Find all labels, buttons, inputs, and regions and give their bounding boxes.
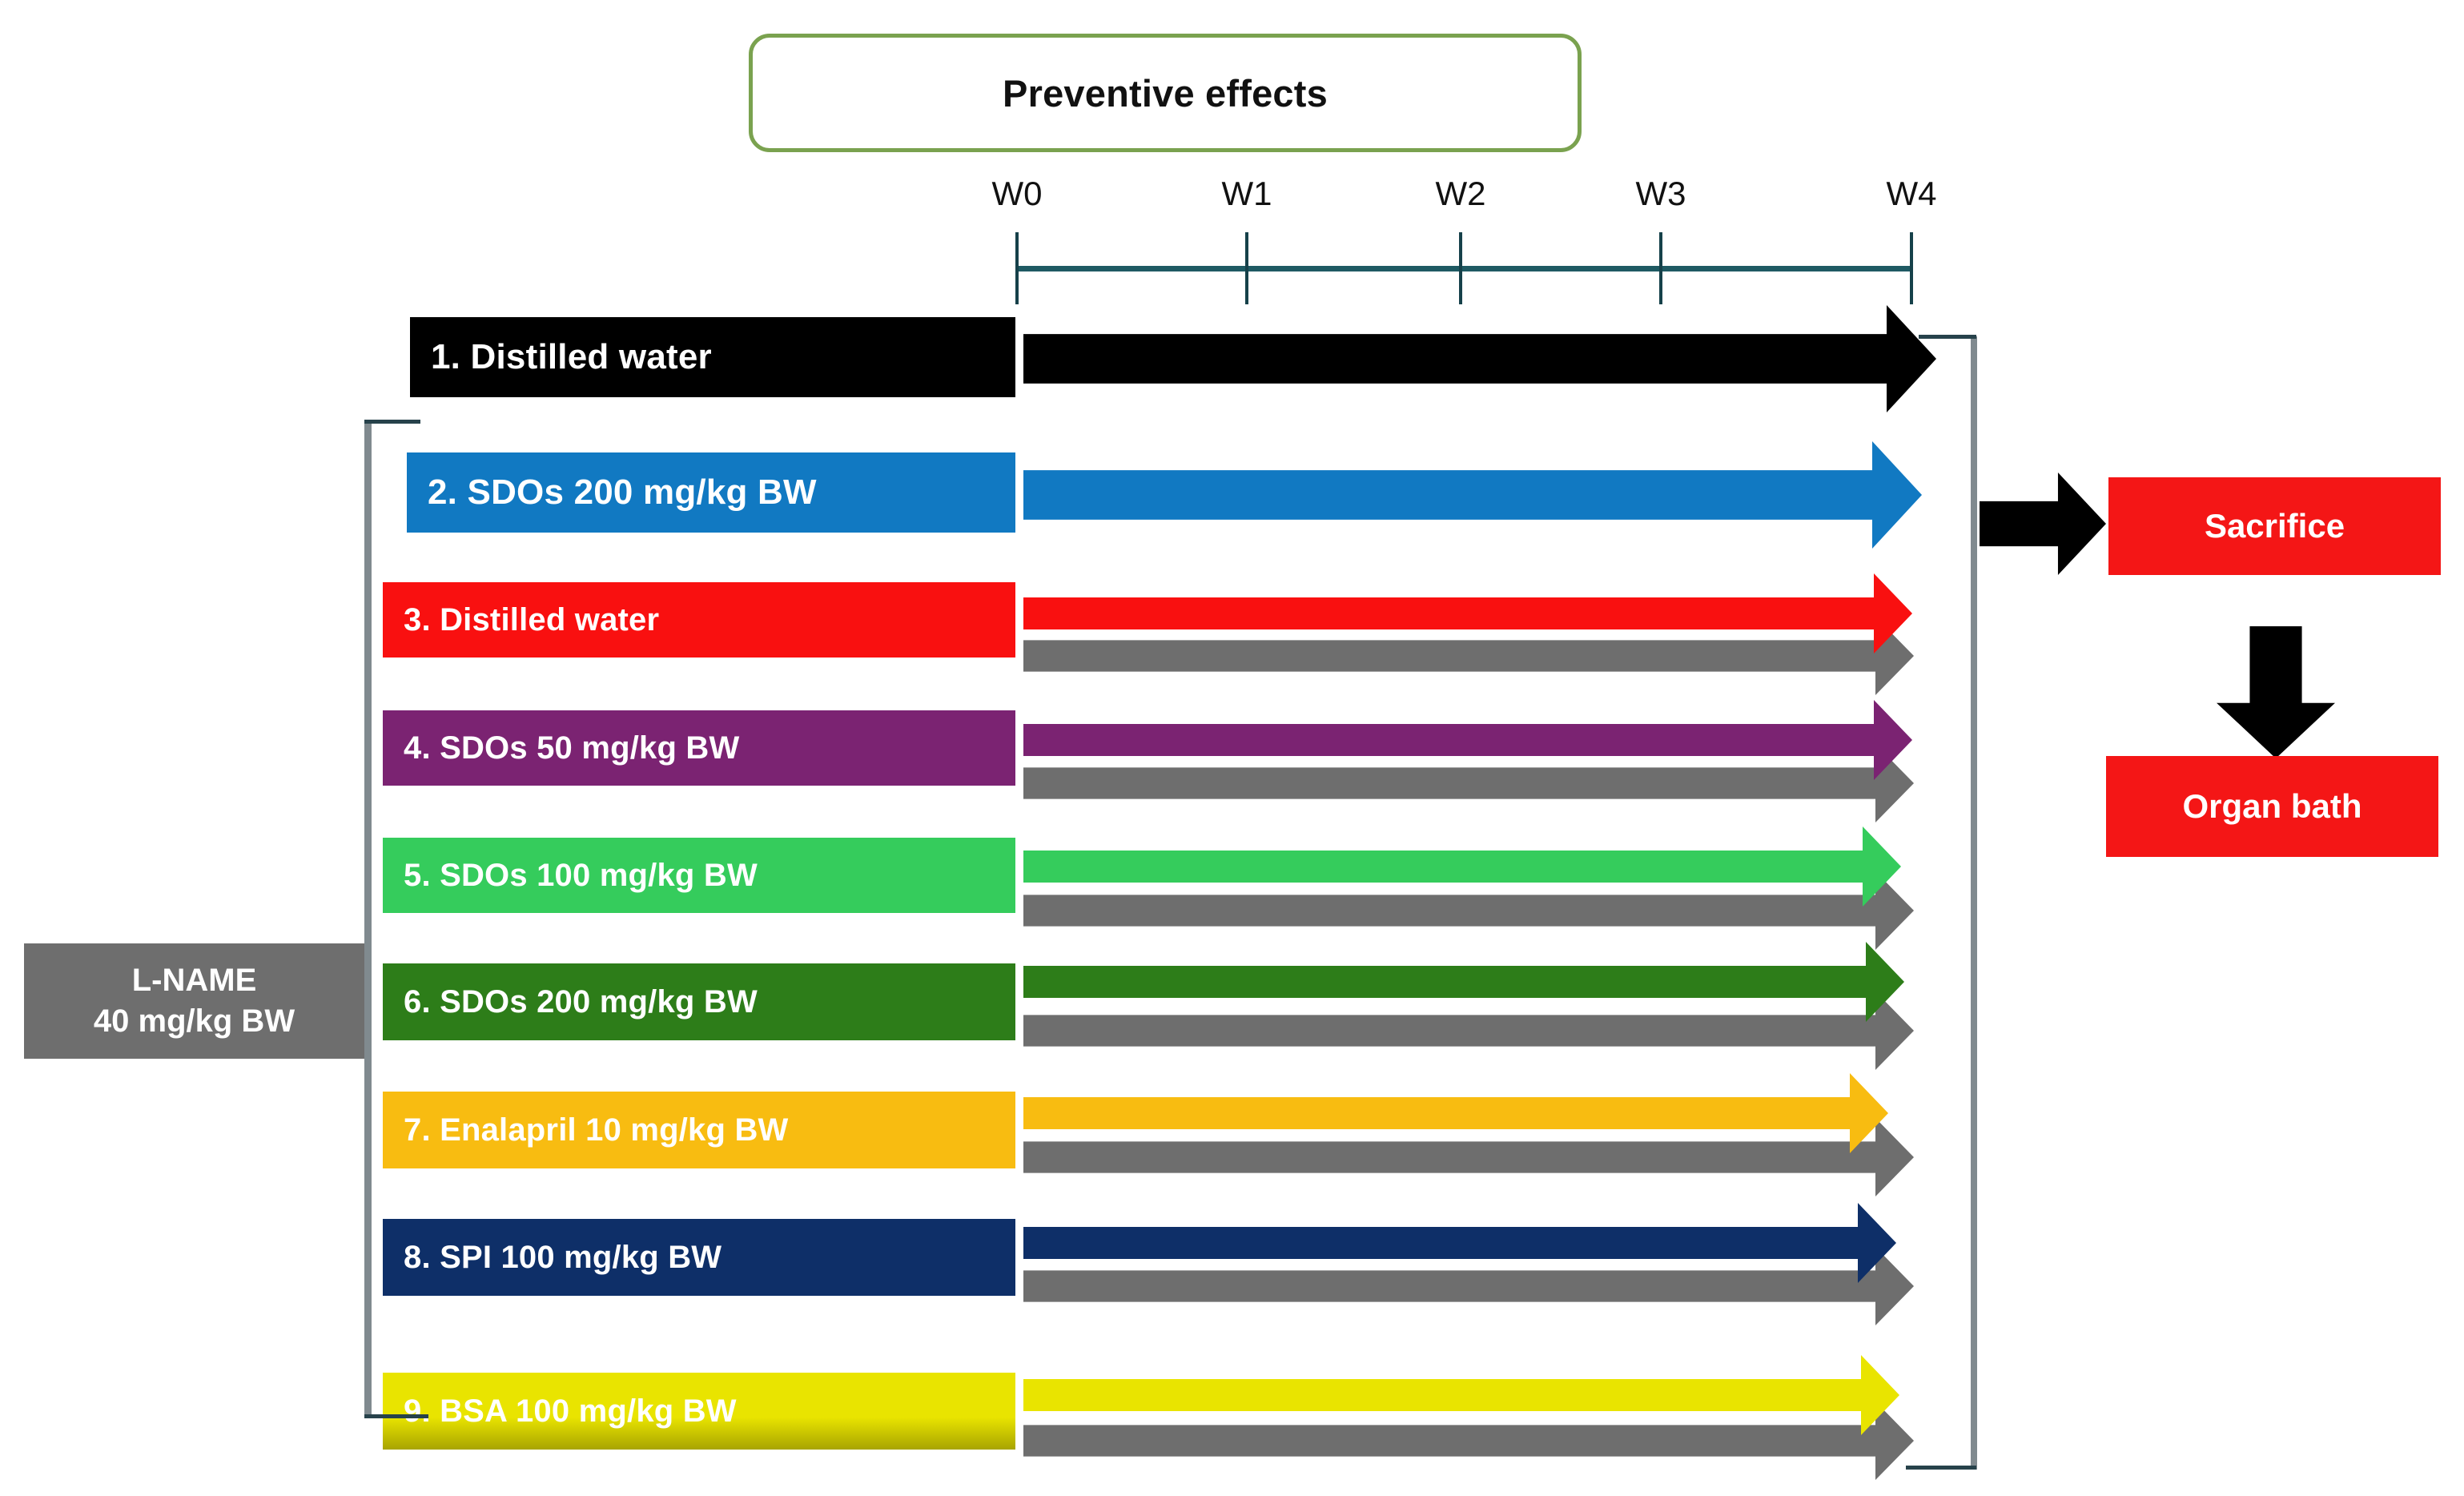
to-sacrifice-arrow-icon xyxy=(1980,473,2106,575)
lname-bracket-vertical xyxy=(364,421,372,1418)
collector-bracket-stub-bottom xyxy=(1906,1466,1976,1470)
sacrifice-label: Sacrifice xyxy=(2204,507,2345,545)
timeline-tick xyxy=(1659,232,1662,304)
timeline-tick-label: W4 xyxy=(1886,175,1937,212)
gray-treatment-arrow xyxy=(1023,1401,1914,1480)
sacrifice-box: Sacrifice xyxy=(2108,477,2441,575)
organ-bath-box: Organ bath xyxy=(2106,756,2438,857)
treatment-label-box: 7. Enalapril 10 mg/kg BW xyxy=(383,1092,1015,1168)
treatment-label-box: 1. Distilled water xyxy=(410,317,1015,397)
treatment-label-box: 4. SDOs 50 mg/kg BW xyxy=(383,710,1015,786)
treatment-label: 9. BSA 100 mg/kg BW xyxy=(404,1393,737,1429)
gray-treatment-arrow xyxy=(1023,1118,1914,1196)
timeline-tick-label: W2 xyxy=(1435,175,1486,212)
lname-line1: L-NAME xyxy=(131,962,257,998)
treatment-label: 7. Enalapril 10 mg/kg BW xyxy=(404,1112,789,1148)
treatment-label: 5. SDOs 100 mg/kg BW xyxy=(404,857,758,893)
treatment-label: 6. SDOs 200 mg/kg BW xyxy=(404,983,758,1019)
treatment-label: 2. SDOs 200 mg/kg BW xyxy=(428,473,817,512)
preventive-effects-header: Preventive effects xyxy=(749,34,1582,152)
timeline-axis xyxy=(1015,266,1910,271)
timeline-tick xyxy=(1015,232,1019,304)
lname-line2: 40 mg/kg BW xyxy=(93,1003,295,1039)
organ-bath-label: Organ bath xyxy=(2182,787,2362,825)
timeline-tick xyxy=(1910,232,1913,304)
timeline-tick xyxy=(1245,232,1248,304)
treatment-arrow xyxy=(1023,1073,1888,1153)
treatment-label-box: 2. SDOs 200 mg/kg BW xyxy=(407,452,1015,533)
lname-bracket-stub-bottom xyxy=(364,1414,428,1418)
treatment-label: 3. Distilled water xyxy=(404,601,660,637)
treatment-arrow xyxy=(1023,942,1904,1022)
treatment-label: 1. Distilled water xyxy=(431,337,712,376)
collector-bracket-vertical xyxy=(1971,336,1977,1470)
treatment-label-box: 8. SPI 100 mg/kg BW xyxy=(383,1219,1015,1296)
treatment-arrow xyxy=(1023,826,1901,907)
treatment-arrow xyxy=(1023,441,1922,549)
treatment-arrow xyxy=(1023,1355,1899,1435)
gray-treatment-arrow xyxy=(1023,871,1914,950)
treatment-label-box: 5. SDOs 100 mg/kg BW xyxy=(383,838,1015,913)
preventive-effects-label: Preventive effects xyxy=(1003,71,1328,115)
to-organ-bath-arrow-icon xyxy=(2217,626,2335,758)
gray-treatment-arrow xyxy=(1023,991,1914,1070)
timeline-tick-label: W0 xyxy=(991,175,1043,212)
lname-bracket-stub-top xyxy=(364,420,420,424)
timeline-tick-label: W1 xyxy=(1221,175,1272,212)
treatment-label: 4. SDOs 50 mg/kg BW xyxy=(404,730,740,766)
treatment-label-box: 3. Distilled water xyxy=(383,582,1015,658)
treatment-arrow xyxy=(1023,305,1936,412)
treatment-label-box: 9. BSA 100 mg/kg BW xyxy=(383,1373,1015,1450)
treatment-label: 8. SPI 100 mg/kg BW xyxy=(404,1239,722,1275)
timeline-tick xyxy=(1459,232,1462,304)
lname-box: L-NAME 40 mg/kg BW xyxy=(24,943,364,1059)
treatment-label-box: 6. SDOs 200 mg/kg BW xyxy=(383,963,1015,1040)
collector-bracket-stub-top xyxy=(1919,335,1976,339)
timeline-tick-label: W3 xyxy=(1635,175,1686,212)
